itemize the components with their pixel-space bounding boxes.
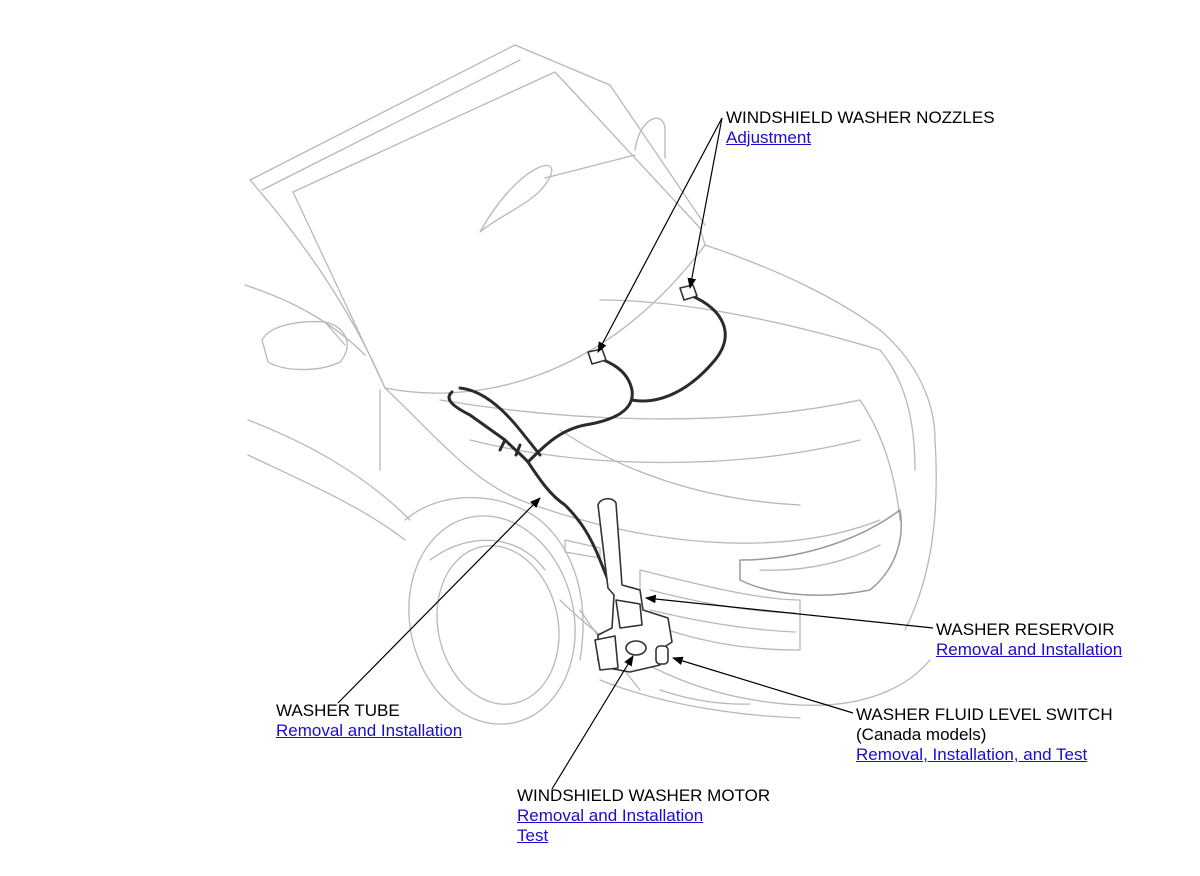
washer-motor-part <box>625 640 647 656</box>
leader-lines <box>337 117 934 790</box>
washer-nozzle-left <box>587 348 607 365</box>
callout-nozzles: WINDSHIELD WASHER NOZZLES Adjustment <box>726 108 995 148</box>
level-switch-title: WASHER FLUID LEVEL SWITCH <box>856 705 1113 724</box>
callout-motor: WINDSHIELD WASHER MOTOR Removal and Inst… <box>517 786 770 846</box>
reservoir-removal-link[interactable]: Removal and Installation <box>936 640 1123 659</box>
leader-nozzle-right <box>687 117 723 290</box>
tube-title: WASHER TUBE <box>276 701 400 720</box>
tube-removal-link[interactable]: Removal and Installation <box>276 721 463 740</box>
nozzles-adjustment-link[interactable]: Adjustment <box>726 128 812 147</box>
fluid-level-switch-part <box>655 645 669 665</box>
leader-tube <box>337 497 541 704</box>
nozzles-title: WINDSHIELD WASHER NOZZLES <box>726 108 995 127</box>
motor-title: WINDSHIELD WASHER MOTOR <box>517 786 771 805</box>
motor-removal-link[interactable]: Removal and Installation <box>517 806 704 825</box>
leader-level-switch <box>671 656 854 714</box>
motor-test-link[interactable]: Test <box>517 826 549 845</box>
leader-nozzle-left <box>597 117 723 353</box>
callout-tube: WASHER TUBE Removal and Installation <box>276 701 462 741</box>
callout-level-switch: WASHER FLUID LEVEL SWITCH (Canada models… <box>856 705 1113 765</box>
level-switch-note: (Canada models) <box>856 725 987 744</box>
washer-tube-hose <box>447 293 727 592</box>
reservoir-title: WASHER RESERVOIR <box>936 620 1115 639</box>
callout-reservoir: WASHER RESERVOIR Removal and Installatio… <box>936 620 1122 660</box>
leader-motor <box>551 655 634 790</box>
car-outline <box>244 44 937 725</box>
leader-reservoir <box>644 594 934 629</box>
washer-reservoir-part <box>594 497 673 673</box>
level-switch-removal-link[interactable]: Removal, Installation, and Test <box>856 745 1088 764</box>
